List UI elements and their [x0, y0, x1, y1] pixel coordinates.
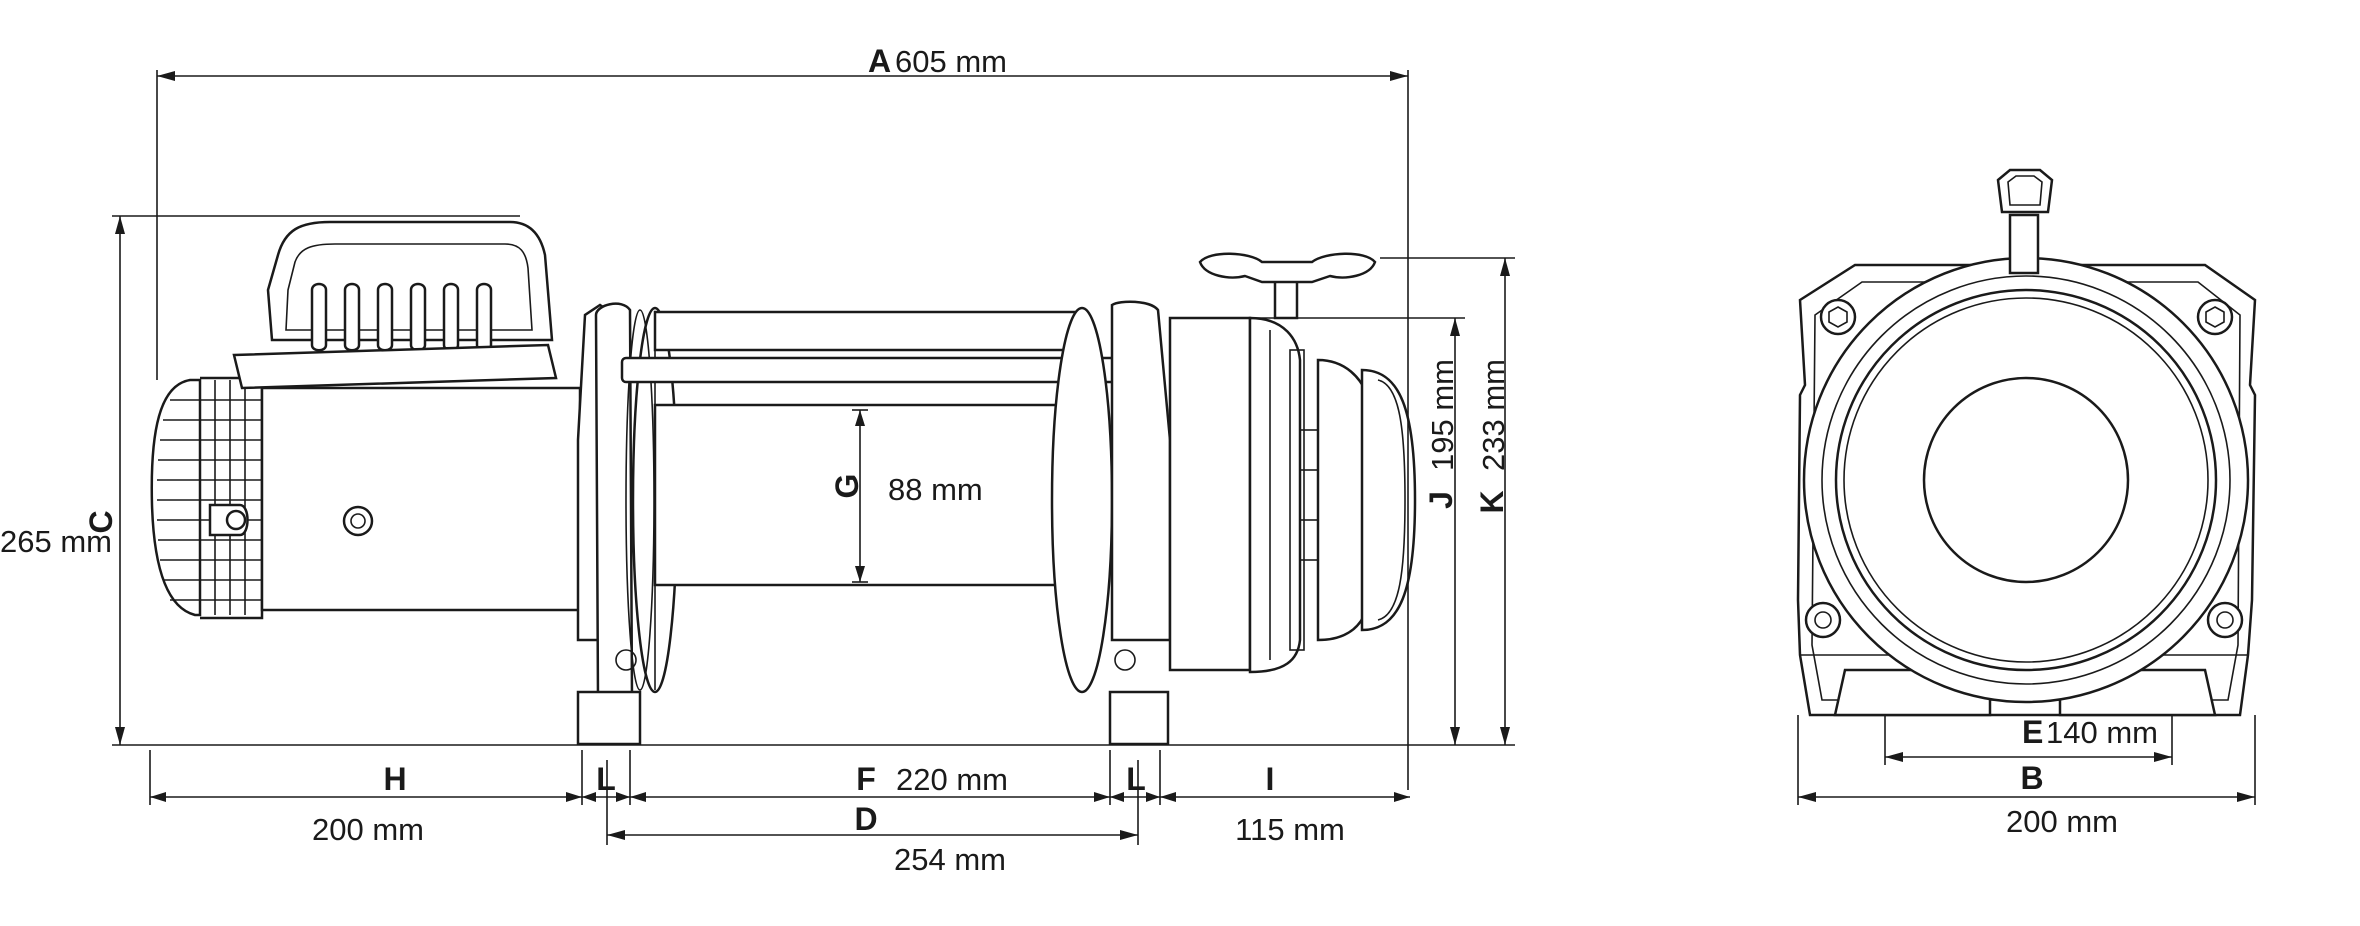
label-F-letter: F	[856, 761, 876, 797]
corner-bolt-icons	[1804, 298, 2244, 639]
motor-bolt-icon	[342, 505, 374, 537]
label-D-value: 254 mm	[894, 842, 1006, 877]
dimension-chain-bottom	[149, 750, 1410, 805]
label-K-value: 233 mm	[1476, 359, 1511, 471]
label-H-value: 200 mm	[312, 812, 424, 847]
dimension-C	[112, 215, 1460, 746]
label-I-letter: I	[1266, 761, 1275, 797]
clutch-handle-icon	[1198, 252, 1377, 320]
front-drum-rings	[1802, 256, 2250, 704]
dimension-E	[1884, 715, 2173, 765]
front-view	[1796, 168, 2257, 805]
label-J-letter: J	[1423, 491, 1459, 509]
dimension-K	[1380, 257, 1515, 746]
left-frame-plate	[576, 302, 642, 746]
label-C-value: 265 mm	[0, 524, 112, 559]
gearbox	[1168, 316, 1417, 674]
label-A-value: 605 mm	[895, 44, 1007, 79]
right-frame-plate	[1108, 300, 1172, 746]
label-G-letter: G	[829, 474, 865, 499]
label-E-letter: E	[2022, 714, 2043, 750]
control-box	[232, 220, 558, 390]
label-D-letter: D	[854, 801, 877, 837]
label-B-value: 200 mm	[2006, 804, 2118, 839]
motor-body	[260, 386, 582, 612]
drum-right-flange	[1050, 306, 1114, 694]
dimension-D	[606, 760, 1139, 845]
label-F-value: 220 mm	[896, 762, 1008, 797]
dimension-G	[852, 409, 868, 583]
label-G-value: 88 mm	[888, 472, 983, 507]
label-K-letter: K	[1474, 490, 1510, 513]
tie-bar	[620, 356, 1134, 384]
dimension-J	[1250, 317, 1465, 745]
label-E-value: 140 mm	[2046, 715, 2158, 750]
label-A-letter: A	[868, 43, 891, 79]
dimension-labels: A 605 mm C 265 mm G 88 mm J 195 mm K 233…	[0, 43, 2158, 877]
side-view	[112, 70, 1515, 845]
dimension-B	[1797, 715, 2256, 805]
label-J-value: 195 mm	[1425, 359, 1460, 471]
dimension-A	[156, 70, 1409, 790]
label-L2-letter: L	[1126, 761, 1146, 797]
label-H-letter: H	[383, 761, 406, 797]
label-I-value: 115 mm	[1235, 812, 1345, 847]
front-clutch-knob-icon	[1996, 168, 2054, 275]
label-L1-letter: L	[596, 761, 616, 797]
label-C-letter: C	[83, 510, 119, 533]
label-B-letter: B	[2020, 760, 2043, 796]
motor-end-cap	[150, 376, 264, 620]
